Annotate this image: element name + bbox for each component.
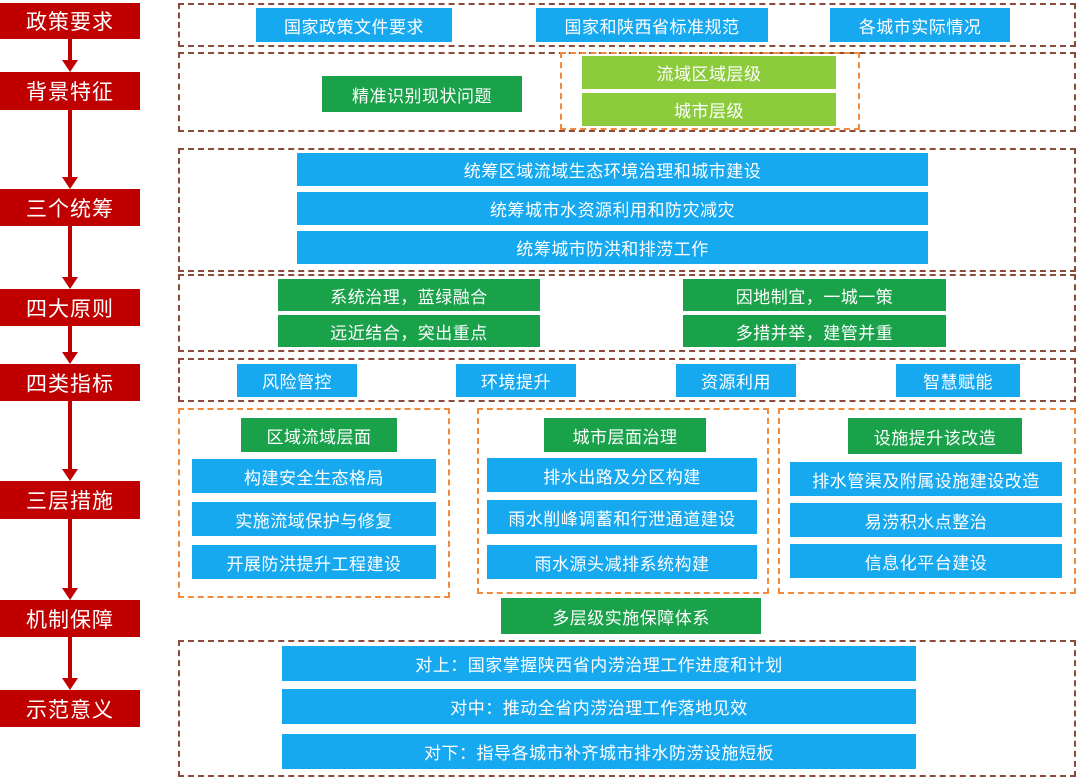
indicator-item: 智慧赋能: [896, 364, 1020, 397]
identify-problems-box: 精准识别现状问题: [322, 76, 522, 112]
stage-principles: 四大原则: [0, 289, 140, 326]
stage-policy: 政策要求: [0, 3, 140, 39]
mechanism-box: 多层级实施保障体系: [501, 598, 761, 634]
measures-regional-group: [178, 408, 450, 598]
measure-item: 雨水源头减排系统构建: [487, 545, 757, 579]
levels-group: [560, 52, 860, 130]
indicators-section: [178, 358, 1076, 402]
significance-item: 对中：推动全省内涝治理工作落地见效: [282, 689, 916, 724]
principle-item: 多措并举，建管并重: [683, 315, 946, 347]
measures-regional-title: 区域流域层面: [241, 418, 397, 452]
level-item: 流域区域层级: [582, 56, 836, 89]
coordination-section: [178, 148, 1076, 272]
indicator-item: 风险管控: [237, 364, 357, 397]
principle-item: 远近结合，突出重点: [278, 315, 540, 347]
measure-item: 开展防洪提升工程建设: [192, 545, 436, 579]
significance-section: [178, 640, 1076, 777]
policy-item: 各城市实际情况: [830, 8, 1010, 42]
measures-facility-title: 设施提升该改造: [848, 418, 1022, 454]
measure-item: 排水管渠及附属设施建设改造: [790, 462, 1062, 496]
stage-coordination: 三个统筹: [0, 189, 140, 226]
measure-item: 易涝积水点整治: [790, 503, 1062, 537]
stage-background: 背景特征: [0, 72, 140, 110]
coordination-item: 统筹城市防洪和排涝工作: [297, 231, 928, 264]
principle-item: 系统治理，蓝绿融合: [278, 279, 540, 311]
stage-significance: 示范意义: [0, 690, 140, 727]
principles-section: [178, 274, 1076, 352]
measures-city-title: 城市层面治理: [544, 418, 706, 452]
coordination-item: 统筹城市水资源利用和防灾减灾: [297, 192, 928, 225]
significance-item: 对下：指导各城市补齐城市排水防涝设施短板: [282, 734, 916, 769]
policy-section: [178, 3, 1076, 47]
measures-city-group: [477, 408, 769, 594]
measure-item: 信息化平台建设: [790, 544, 1062, 578]
principle-item: 因地制宜，一城一策: [683, 279, 946, 311]
level-item: 城市层级: [582, 93, 836, 126]
measures-facility-group: [778, 408, 1076, 594]
policy-item: 国家政策文件要求: [256, 8, 452, 42]
significance-item: 对上：国家掌握陕西省内涝治理工作进度和计划: [282, 646, 916, 681]
coordination-item: 统筹区域流域生态环境治理和城市建设: [297, 153, 928, 186]
measure-item: 雨水削峰调蓄和行泄通道建设: [487, 500, 757, 534]
indicator-item: 环境提升: [456, 364, 576, 397]
indicator-item: 资源利用: [676, 364, 796, 397]
measure-item: 构建安全生态格局: [192, 459, 436, 493]
measure-item: 实施流域保护与修复: [192, 502, 436, 536]
stage-indicators: 四类指标: [0, 364, 140, 401]
policy-item: 国家和陕西省标准规范: [536, 8, 768, 42]
stage-measures: 三层措施: [0, 481, 140, 519]
stage-mechanism: 机制保障: [0, 600, 140, 637]
measure-item: 排水出路及分区构建: [487, 458, 757, 492]
